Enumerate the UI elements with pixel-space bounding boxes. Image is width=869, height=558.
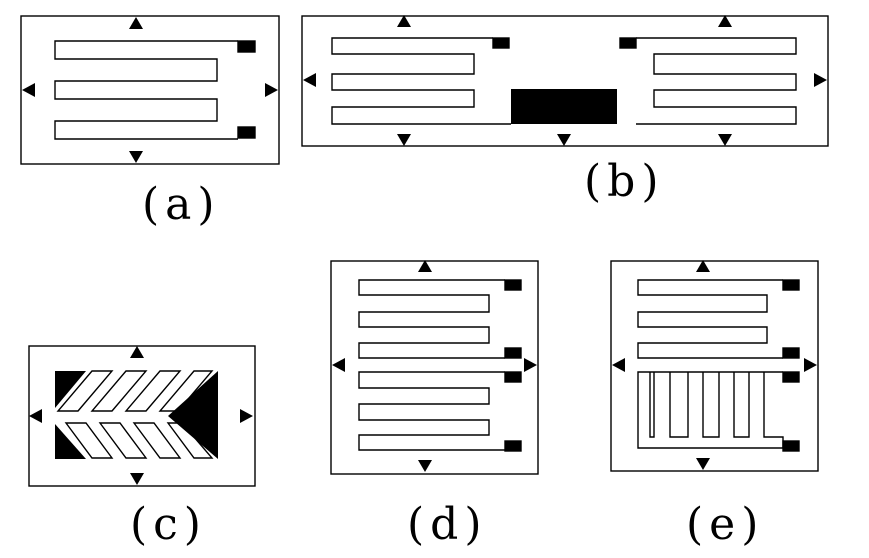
panel-e-arrow-up-icon	[696, 260, 710, 272]
panel-c-frame	[28, 345, 256, 487]
label-a: (a)	[142, 179, 221, 230]
panel-a-arrow-right-icon	[265, 83, 278, 97]
panel-b-pad-left	[492, 37, 510, 49]
panel-b-arrow-up-left-icon	[397, 15, 411, 27]
panel-b	[301, 15, 829, 147]
panel-b-meander-right	[636, 37, 797, 125]
panel-b-arrow-down-center-icon	[557, 134, 571, 146]
panel-e-pad-3	[782, 371, 800, 383]
label-b: (b)	[584, 156, 665, 207]
panel-a-pad-bottom	[237, 126, 256, 139]
panel-d-meander-top	[358, 279, 505, 359]
panel-d-frame	[330, 260, 539, 475]
panel-d-arrow-left-icon	[332, 358, 345, 372]
panel-e-arrow-down-icon	[696, 458, 710, 470]
panel-e-pad-1	[782, 279, 800, 291]
label-e: (e)	[686, 499, 765, 550]
panel-e-meander	[637, 279, 783, 359]
panel-a-meander	[54, 40, 238, 140]
panel-c-arrow-right-icon	[240, 409, 253, 423]
panel-e-vertical-grid	[637, 371, 784, 449]
panel-b-arrow-right-icon	[814, 73, 827, 87]
panel-d-arrow-up-icon	[418, 260, 432, 272]
label-c: (c)	[130, 499, 207, 550]
panel-d	[330, 260, 539, 475]
panel-a-arrow-down-icon	[129, 151, 143, 163]
panel-a-arrow-left-icon	[22, 83, 35, 97]
panel-a-arrow-up-icon	[129, 17, 143, 29]
panel-c-block-top-left	[55, 371, 86, 408]
panel-d-pad-4	[504, 440, 522, 452]
panel-c-arrow-down-icon	[130, 473, 144, 485]
panel-e-pad-2	[782, 347, 800, 359]
panel-b-arrow-down-left-icon	[397, 134, 411, 146]
panel-d-pad-3	[504, 371, 522, 383]
panel-c-chevron-strips-bottom	[64, 422, 214, 459]
panel-d-pad-2	[504, 347, 522, 359]
label-d: (d)	[407, 499, 488, 550]
panel-c-block-bottom-left	[55, 424, 86, 459]
panel-d-pad-1	[504, 279, 522, 291]
panel-b-arrow-left-icon	[303, 73, 316, 87]
panel-e-arrow-left-icon	[612, 358, 625, 372]
panel-d-meander-bottom	[358, 371, 505, 451]
panel-d-arrow-down-icon	[418, 460, 432, 472]
panel-e-arrow-right-icon	[804, 358, 817, 372]
panel-c-block-right	[168, 371, 218, 459]
panel-b-arrow-down-right-icon	[718, 134, 732, 146]
panel-b-center-block	[511, 89, 617, 124]
panel-b-arrow-up-right-icon	[718, 15, 732, 27]
panel-c-arrow-left-icon	[29, 409, 42, 423]
panel-a-pad-top	[237, 40, 256, 53]
panel-c-chevron-strips-top	[56, 370, 214, 412]
panel-d-arrow-right-icon	[524, 358, 537, 372]
panel-a-frame	[20, 15, 280, 165]
panel-b-meander-left	[331, 37, 511, 125]
panel-a	[20, 15, 280, 165]
panel-e-frame	[610, 260, 819, 472]
panel-b-pad-right	[619, 37, 637, 49]
panel-e	[610, 260, 819, 472]
panel-c-arrow-up-icon	[130, 346, 144, 358]
panel-c	[28, 345, 256, 487]
panel-e-pad-4	[782, 440, 800, 452]
panel-b-frame	[301, 15, 829, 147]
